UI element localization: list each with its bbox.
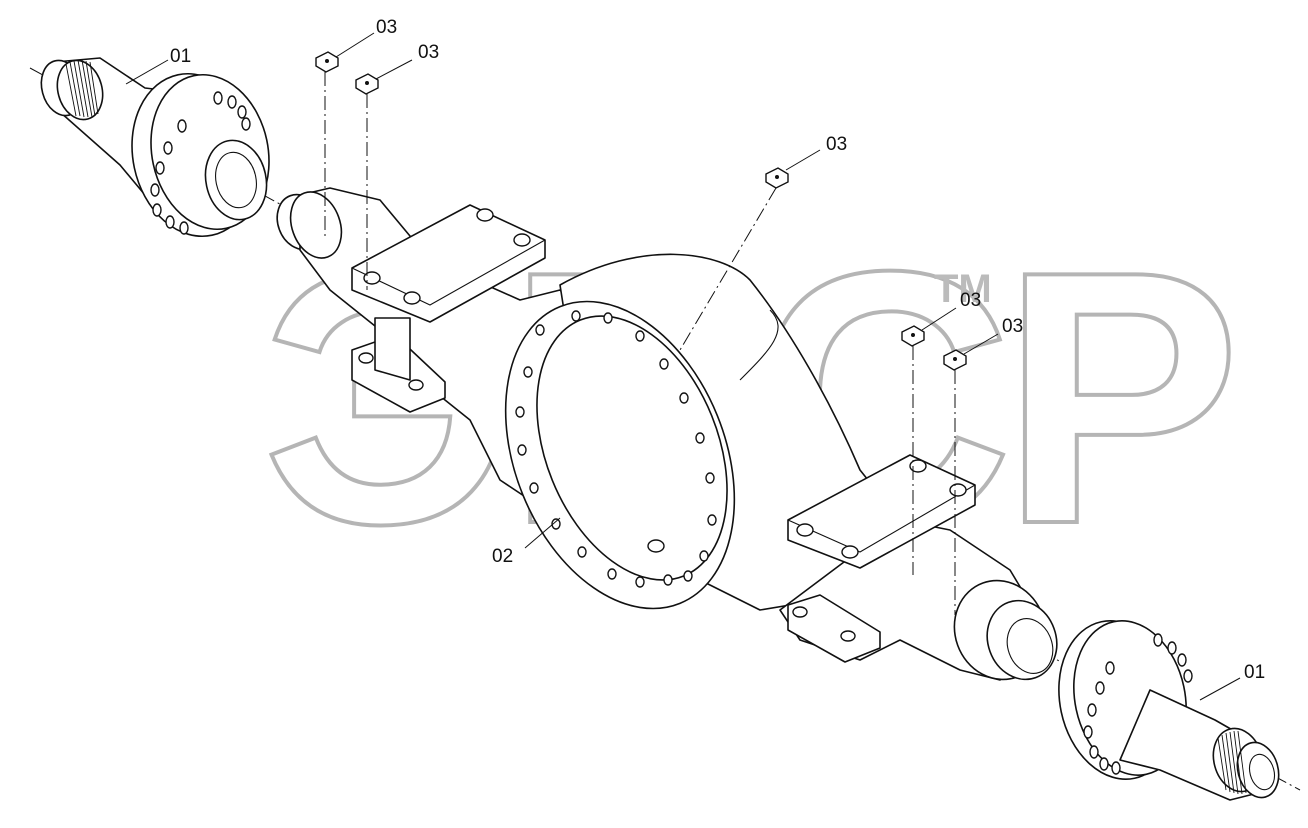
trademark-mark: TM	[934, 267, 992, 311]
plug-nut-3	[679, 167, 789, 351]
axle-housing	[276, 187, 1058, 681]
callout-axle-shaft-left: 01	[170, 46, 191, 67]
plug-nut-1	[315, 51, 339, 240]
callout-plug-2: 03	[418, 42, 439, 63]
plug-nut-4	[901, 325, 925, 575]
callout-axle-shaft-right: 01	[1244, 662, 1265, 683]
plug-nut-5	[943, 349, 967, 615]
flange-bolt-holes-left	[150, 91, 251, 235]
callout-labels: 01 03 03 03 03 03 02 01	[170, 17, 1265, 683]
axle-shaft-right	[1058, 620, 1280, 801]
cover-bolt-holes	[515, 310, 717, 588]
callout-plug-1: 03	[376, 17, 397, 38]
callout-axle-housing: 02	[492, 546, 513, 567]
flange-bolt-holes-right	[1083, 633, 1193, 775]
callout-plug-3: 03	[826, 134, 847, 155]
plug-nut-2	[355, 73, 379, 290]
callout-plug-4: 03	[960, 290, 981, 311]
axle-shaft-left	[40, 57, 270, 238]
callout-leaders	[125, 32, 1241, 701]
callout-plug-5: 03	[1002, 316, 1023, 337]
